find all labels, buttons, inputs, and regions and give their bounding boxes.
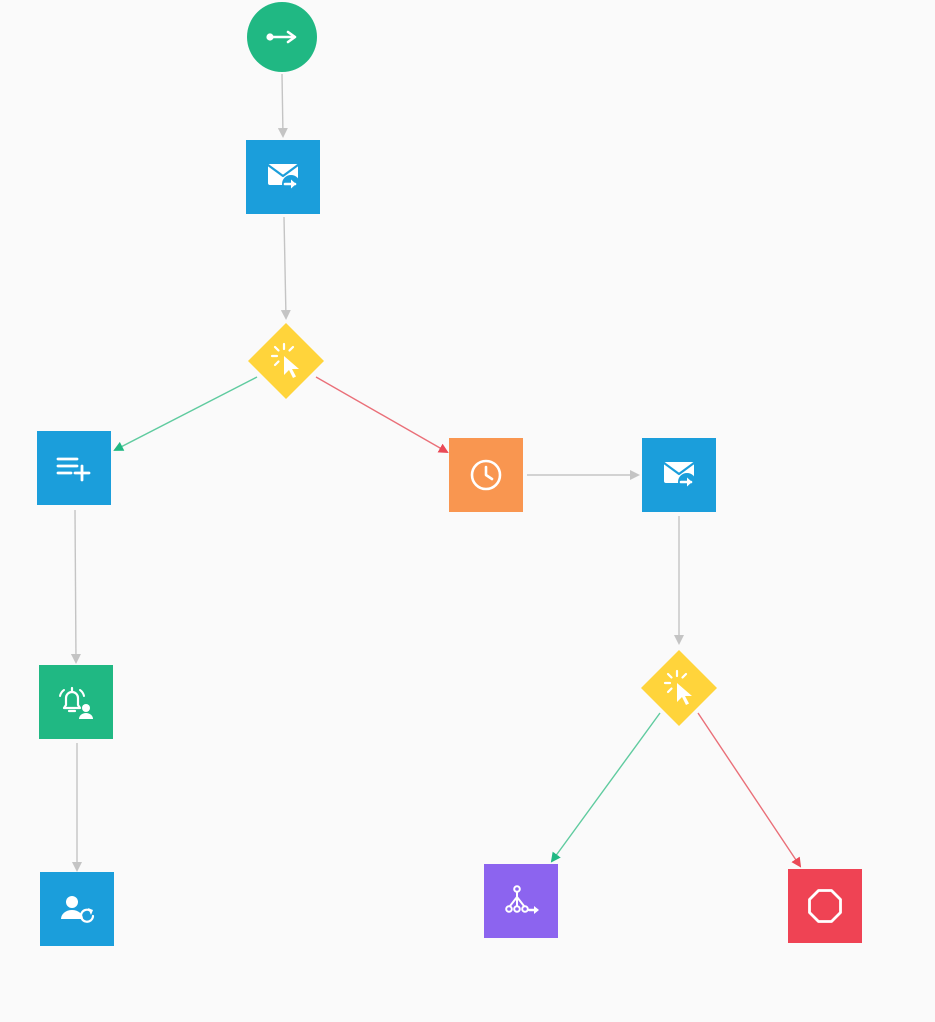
user-refresh-icon	[61, 896, 95, 923]
node-stop[interactable]	[788, 869, 862, 943]
edge-condition-click-2-to-stop	[697, 712, 802, 868]
edge-condition-click-1-to-add-to-list	[113, 376, 258, 451]
click-pointer-icon	[270, 342, 299, 378]
click-pointer-icon	[663, 669, 692, 705]
node-wait[interactable]	[449, 438, 523, 512]
node-notify-user[interactable]	[39, 665, 113, 739]
edges-layer	[70, 73, 802, 872]
send-email-icon	[663, 462, 696, 491]
add-to-list-icon	[56, 457, 91, 482]
node-start[interactable]	[247, 2, 317, 72]
start-arrow-icon	[266, 30, 297, 44]
branch-split-icon	[505, 885, 539, 914]
send-email-icon	[267, 164, 300, 193]
node-send-email-2[interactable]	[642, 438, 716, 512]
clock-icon	[470, 459, 502, 491]
edge-add-to-list-to-notify-user	[70, 509, 81, 664]
node-update-contact[interactable]	[40, 872, 114, 946]
node-send-email-1[interactable]	[246, 140, 320, 214]
bell-user-icon	[59, 686, 93, 719]
edge-start-to-send-email-1	[277, 73, 288, 138]
node-shape	[37, 431, 111, 505]
nodes-layer	[37, 2, 862, 946]
node-split-path[interactable]	[484, 864, 558, 938]
node-shape	[40, 872, 114, 946]
edge-condition-click-1-to-wait	[315, 376, 449, 453]
node-condition-click-1[interactable]	[248, 323, 324, 399]
stop-octagon-icon	[808, 889, 842, 923]
node-add-to-list[interactable]	[37, 431, 111, 505]
edge-condition-click-2-to-split-path	[550, 712, 661, 863]
node-condition-click-2[interactable]	[641, 650, 717, 726]
node-shape	[39, 665, 113, 739]
node-shape	[788, 869, 862, 943]
edge-send-email-1-to-condition-click-1	[280, 216, 291, 320]
